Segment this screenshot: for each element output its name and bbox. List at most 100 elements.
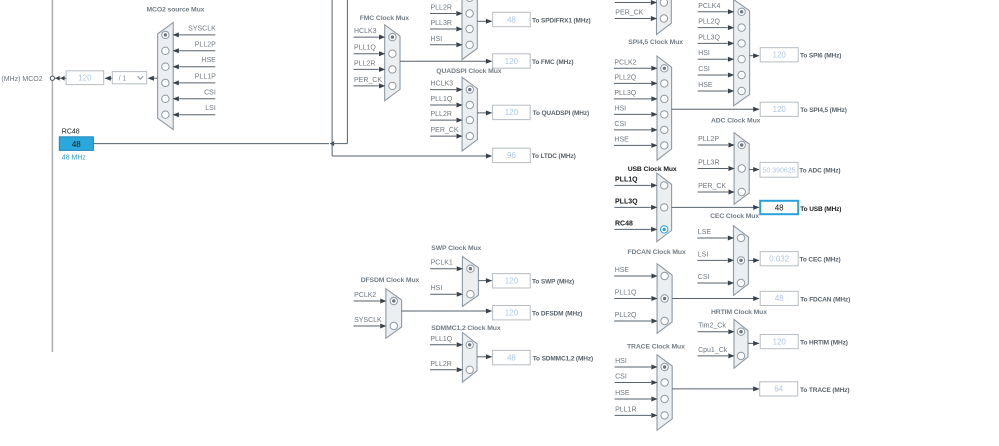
svg-text:To DFSDM (MHz): To DFSDM (MHz)	[532, 311, 582, 318]
svg-text:PER_CK: PER_CK	[615, 10, 643, 17]
svg-text:120: 120	[773, 337, 787, 346]
svg-text:HSI: HSI	[614, 105, 626, 112]
svg-text:DFSDM Clock Mux: DFSDM Clock Mux	[361, 277, 420, 284]
svg-text:HCLK3: HCLK3	[431, 81, 454, 88]
svg-text:USB Clock Mux: USB Clock Mux	[628, 166, 677, 173]
svg-text:CSI: CSI	[698, 274, 710, 281]
svg-text:PLL1Q: PLL1Q	[431, 96, 453, 103]
svg-text:120: 120	[773, 105, 787, 114]
svg-text:LSI: LSI	[205, 105, 216, 112]
svg-text:To QUADSPI (MHz): To QUADSPI (MHz)	[533, 110, 589, 117]
svg-text:50.390625: 50.390625	[762, 168, 795, 175]
svg-text:PLL1Q: PLL1Q	[430, 336, 452, 343]
svg-text:PLL3Q: PLL3Q	[614, 90, 636, 97]
svg-text:TRACE Clock Mux: TRACE Clock Mux	[627, 344, 685, 351]
svg-text:PLL2Q: PLL2Q	[615, 312, 637, 319]
svg-text:PCLK2: PCLK2	[354, 292, 376, 299]
svg-text:PLL2R: PLL2R	[430, 361, 451, 368]
svg-text:Tim2_Ck: Tim2_Ck	[698, 323, 726, 330]
svg-text:PLL3R: PLL3R	[431, 20, 452, 27]
svg-text:HSI: HSI	[698, 50, 710, 57]
svg-text:PLL2R: PLL2R	[431, 5, 452, 12]
svg-text:PLL1Q: PLL1Q	[615, 176, 638, 183]
svg-text:PLL3R: PLL3R	[698, 160, 719, 167]
svg-text:48: 48	[775, 294, 784, 303]
svg-text:HSI: HSI	[615, 358, 627, 365]
svg-text:PLL1Q: PLL1Q	[354, 45, 376, 52]
svg-text:PLL2R: PLL2R	[431, 111, 452, 118]
svg-text:96: 96	[507, 151, 516, 160]
svg-text:To SPI4,5 (MHz): To SPI4,5 (MHz)	[800, 107, 846, 114]
svg-text:48: 48	[72, 140, 81, 149]
svg-text:FMC Clock Mux: FMC Clock Mux	[360, 15, 410, 22]
svg-text:To TRACE (MHz): To TRACE (MHz)	[800, 387, 849, 394]
svg-text:120: 120	[773, 51, 787, 60]
svg-text:RC48: RC48	[615, 220, 633, 227]
svg-text:SYSCLK: SYSCLK	[188, 25, 216, 32]
svg-text:To FDCAN (MHz): To FDCAN (MHz)	[800, 296, 850, 303]
svg-text:64: 64	[774, 385, 783, 394]
svg-text:To FMC (MHz): To FMC (MHz)	[532, 59, 573, 66]
svg-text:PER_CK: PER_CK	[431, 127, 459, 134]
svg-text:120: 120	[505, 108, 519, 117]
svg-text:CSI: CSI	[614, 121, 626, 128]
svg-text:48: 48	[775, 203, 784, 212]
svg-text:120: 120	[505, 309, 519, 318]
svg-text:120: 120	[78, 74, 92, 83]
svg-text:HSE: HSE	[698, 82, 713, 89]
svg-text:48: 48	[507, 353, 516, 362]
svg-text:FDCAN Clock Mux: FDCAN Clock Mux	[628, 249, 686, 256]
svg-text:SYSCLK: SYSCLK	[354, 317, 382, 324]
svg-text:SDMMC1,2 Clock Mux: SDMMC1,2 Clock Mux	[431, 325, 501, 332]
svg-text:HSE: HSE	[201, 57, 216, 64]
svg-text:PLL2P: PLL2P	[195, 41, 216, 48]
svg-text:PCLK1: PCLK1	[431, 260, 453, 267]
svg-text:LSI: LSI	[698, 251, 709, 258]
svg-text:PCLK4: PCLK4	[698, 3, 720, 10]
svg-text:To SDMMC1,2 (MHz): To SDMMC1,2 (MHz)	[533, 355, 593, 362]
svg-text:MCO2 source Mux: MCO2 source Mux	[147, 7, 205, 14]
svg-text:120: 120	[505, 277, 519, 286]
svg-text:48: 48	[507, 15, 516, 24]
svg-text:PLL1R: PLL1R	[615, 406, 636, 413]
svg-text:To ADC (MHz): To ADC (MHz)	[799, 167, 840, 174]
svg-text:CSI: CSI	[698, 66, 710, 73]
svg-text:To USB (MHz): To USB (MHz)	[800, 206, 841, 213]
svg-text:CEC Clock Mux: CEC Clock Mux	[710, 213, 759, 220]
svg-text:PLL1Q: PLL1Q	[615, 290, 637, 297]
svg-text:PER_CK: PER_CK	[354, 77, 382, 84]
svg-text:HSE: HSE	[615, 390, 630, 397]
svg-text:48 MHz: 48 MHz	[62, 154, 87, 161]
svg-text:120: 120	[505, 57, 519, 66]
svg-text:PLL3Q: PLL3Q	[698, 34, 720, 41]
svg-text:To LTDC (MHz): To LTDC (MHz)	[532, 153, 576, 160]
svg-text:CSI: CSI	[615, 374, 627, 381]
svg-text:PLL2R: PLL2R	[354, 60, 375, 67]
svg-text:/ 1: / 1	[119, 76, 127, 83]
svg-text:HSE: HSE	[614, 136, 629, 143]
svg-text:ADC Clock Mux: ADC Clock Mux	[711, 118, 761, 125]
svg-text:HRTIM Clock Mux: HRTIM Clock Mux	[711, 309, 767, 316]
svg-text:To SPI6 (MHz): To SPI6 (MHz)	[800, 53, 841, 60]
svg-text:SWP Clock Mux: SWP Clock Mux	[431, 245, 481, 252]
svg-text:HSI: HSI	[431, 285, 443, 292]
svg-text:(MHz) MCO2: (MHz) MCO2	[1, 76, 42, 83]
svg-text:PLL1P: PLL1P	[195, 73, 216, 80]
svg-text:PER_CK: PER_CK	[698, 183, 726, 190]
svg-text:0.032: 0.032	[769, 255, 790, 264]
svg-text:PCLK2: PCLK2	[614, 59, 636, 66]
svg-text:PLL3Q: PLL3Q	[615, 198, 638, 205]
svg-text:QUADSPI Clock Mux: QUADSPI Clock Mux	[436, 68, 501, 75]
svg-text:CSI: CSI	[204, 89, 216, 96]
svg-text:PLL2Q: PLL2Q	[614, 74, 636, 81]
svg-text:To SWP (MHz): To SWP (MHz)	[532, 279, 574, 286]
svg-text:HCLK3: HCLK3	[354, 28, 377, 35]
svg-text:HSE: HSE	[615, 267, 630, 274]
svg-text:To HRTIM (MHz): To HRTIM (MHz)	[800, 340, 848, 347]
svg-text:LSE: LSE	[698, 229, 712, 236]
svg-text:PLL2Q: PLL2Q	[698, 19, 720, 26]
svg-text:Cpu1_Ck: Cpu1_Ck	[698, 347, 728, 354]
svg-text:HSI: HSI	[431, 36, 443, 43]
svg-text:To CEC (MHz): To CEC (MHz)	[800, 257, 841, 264]
svg-text:PLL2P: PLL2P	[698, 136, 719, 143]
